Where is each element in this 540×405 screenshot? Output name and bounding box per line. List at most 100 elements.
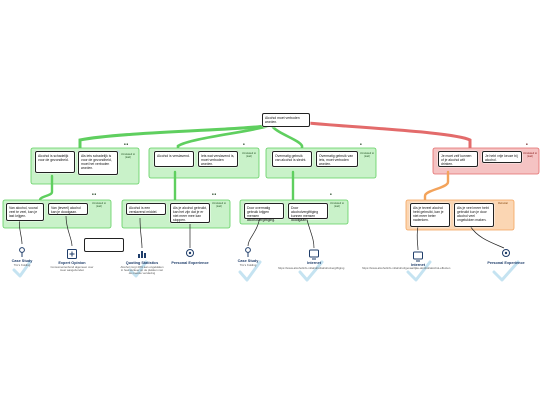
link-a3-src3 [139, 217, 143, 249]
rebuttal-connectors [423, 170, 450, 202]
premise-text: Overmatig gebruik van iets, moet verbode… [319, 153, 354, 166]
case-study-icon [245, 247, 251, 257]
source-subtitle: Tim's Kolding [239, 262, 257, 267]
premise-text: Overmatig gebruik van alcohol is slecht. [275, 153, 307, 162]
more-icon: • [360, 142, 363, 148]
empty-premise-box[interactable] [84, 238, 124, 252]
more-icon: •• [92, 192, 97, 198]
source-expert-opinion[interactable]: Expert Opinion Consumentenbond algemeen … [50, 248, 94, 272]
personal-experience-icon [502, 249, 510, 257]
premise-text: Je moet zelf kunnen of je alcohol wilt d… [441, 153, 472, 166]
support-premise-s6[interactable]: Overmatig gebruik van iets, moet verbode… [316, 151, 358, 167]
evidence-premise-a5[interactable]: Door overmatig gebruik krijgen mensen al… [244, 203, 284, 222]
evidence-premise-a4[interactable]: Als je alcohol gebruikt, kan het zijn da… [170, 203, 210, 223]
source-subtitle: Tim's Kolding [13, 262, 31, 267]
rebuttal-note: Rebuttal [498, 202, 508, 205]
rebuttal-premise-r1[interactable]: Als je teveel alcohol hebt gebruikt, kan… [410, 203, 450, 227]
root-claim[interactable]: Alcohol moet verboden worden. [262, 113, 310, 127]
source-subtitle: Consumentenbond algemeen over meer aange… [50, 264, 94, 272]
check-mark-icon [238, 260, 262, 282]
evidence-premise-a6[interactable]: Door alcoholvergiftiging kunnen mensen d… [288, 203, 328, 222]
s1-to-a-group [38, 174, 54, 202]
personal-experience-icon [186, 249, 194, 257]
premise-text: Door alcoholvergiftiging kunnen mensen d… [291, 205, 319, 222]
source-internet-1[interactable]: Internet [292, 248, 336, 265]
source-url-2[interactable]: https://www.alcoholinfo.nl/alcohol/gevaa… [362, 266, 451, 270]
premise-text: Als je teveel alcohol hebt gebruikt, kan… [413, 205, 444, 222]
check-mark-icon [406, 260, 432, 282]
support-note: Unrelated to (leaf) [91, 202, 107, 209]
root-to-s1-connector [78, 124, 267, 153]
source-case-study-1[interactable]: Case Study Tim's Kolding [0, 246, 44, 267]
link-a6-src6 [305, 215, 315, 249]
premise-text: Alcohol is een verslavend middel. [129, 205, 158, 214]
source-title: Personal Experience [171, 261, 209, 265]
link-a5-src5 [247, 215, 261, 247]
support-note: Unrelated to (leaf) [329, 202, 345, 209]
expert-opinion-icon [67, 249, 77, 259]
oppose-connectors [294, 120, 472, 150]
more-icon: •• [124, 142, 129, 148]
check-mark-icon [128, 260, 148, 278]
support-premise-s4[interactable]: Iets wat verslavend is, moet verboden wo… [198, 151, 238, 167]
case-study-icon [19, 247, 25, 257]
support-note: Unrelated to (leaf) [211, 202, 227, 209]
internet-icon [309, 249, 319, 260]
premise-text: Door overmatig gebruik krijgen mensen al… [247, 205, 276, 222]
support-premise-s5[interactable]: Overmatig gebruik van alcohol is slecht. [272, 151, 312, 167]
support-connectors [78, 124, 304, 153]
oppose-premise-o2[interactable]: Je hebt vrije keuze bij alcohol. [482, 151, 522, 163]
evidence-links [19, 215, 505, 251]
support-premise-s1[interactable]: Alcohol is schadelijk voor de gezondheid… [35, 151, 75, 173]
root-to-o1-connector [294, 120, 472, 150]
internet-icon [413, 251, 423, 262]
premise-text: Als iets schadelijk is voor de gezondhei… [81, 153, 112, 170]
source-internet-2[interactable]: Internet [396, 250, 440, 267]
premise-text: Als je veel meer hebt gebruikt kun je do… [457, 205, 489, 222]
source-url-1[interactable]: https://www.alcoholinfo.nl/alcohol/alcoh… [278, 266, 345, 270]
premise-text: Alcohol is verslavend. [157, 153, 190, 158]
check-mark-icon [492, 260, 520, 282]
second-level-connectors [38, 170, 295, 202]
premise-text: Iets wat verslavend is, moet verboden wo… [201, 153, 235, 166]
support-note: Unrelated to (leaf) [120, 153, 136, 160]
support-premise-s2[interactable]: Als iets schadelijk is voor de gezondhei… [78, 151, 118, 175]
more-icon: •• [212, 192, 217, 198]
source-title: Expert Opinion [58, 261, 86, 265]
support-premise-s3[interactable]: Alcohol is verslavend. [154, 151, 194, 167]
more-icon: • [243, 142, 246, 148]
source-personal-experience-2[interactable]: Personal Experience [484, 248, 528, 265]
rebuttal-premise-r2[interactable]: Als je veel meer hebt gebruikt kun je do… [454, 203, 494, 227]
link-r2-src8 [469, 225, 505, 249]
premise-text: Als je alcohol gebruikt, kan het zijn da… [173, 205, 207, 222]
o1-to-rebuttal [423, 170, 450, 202]
more-icon: • [330, 192, 333, 198]
premise-text: Van alcohol, vooral veel te veel, kan je… [9, 205, 38, 218]
source-case-study-2[interactable]: Case Study Tim's Kolding [226, 246, 270, 267]
link-a2-src2 [65, 215, 73, 247]
statistics-icon [138, 251, 146, 258]
more-icon: • [526, 142, 529, 148]
evidence-premise-a2[interactable]: Van (teveel) alcohol kan je doodgaan. [48, 203, 88, 215]
evidence-premise-a1[interactable]: Van alcohol, vooral veel te veel, kan je… [6, 203, 44, 221]
root-to-s3-connector [176, 124, 270, 153]
source-title: Internet [307, 261, 321, 265]
premise-text: Van (teveel) alcohol kan je doodgaan. [51, 205, 81, 214]
link-r1-src7 [416, 225, 419, 251]
source-subtitle: Alcohol zorgt 40% aan ongelukken in heel… [120, 264, 164, 276]
support-note: Unrelated to (leaf) [359, 152, 375, 159]
evidence-premise-a3[interactable]: Alcohol is een verslavend middel. [126, 203, 166, 215]
source-title: Personal Experience [487, 261, 525, 265]
source-title: Internet [411, 263, 425, 267]
source-quoting-statistics[interactable]: Quoting Statistics Alcohol zorgt 40% aan… [120, 248, 164, 276]
check-mark-icon [12, 260, 32, 278]
check-mark-icon [298, 260, 324, 282]
source-personal-experience-1[interactable]: Personal Experience [168, 248, 212, 265]
source-title: Case Study [237, 259, 259, 263]
root-to-s5-connector [270, 124, 304, 153]
premise-text: Alcohol is schadelijk voor de gezondheid… [38, 153, 69, 162]
source-title: Quoting Statistics [125, 261, 159, 265]
oppose-premise-o1[interactable]: Je moet zelf kunnen of je alcohol wilt d… [438, 151, 478, 167]
support-note: Unrelated to (leaf) [241, 152, 257, 159]
root-claim-text: Alcohol moet verboden worden. [265, 115, 300, 124]
